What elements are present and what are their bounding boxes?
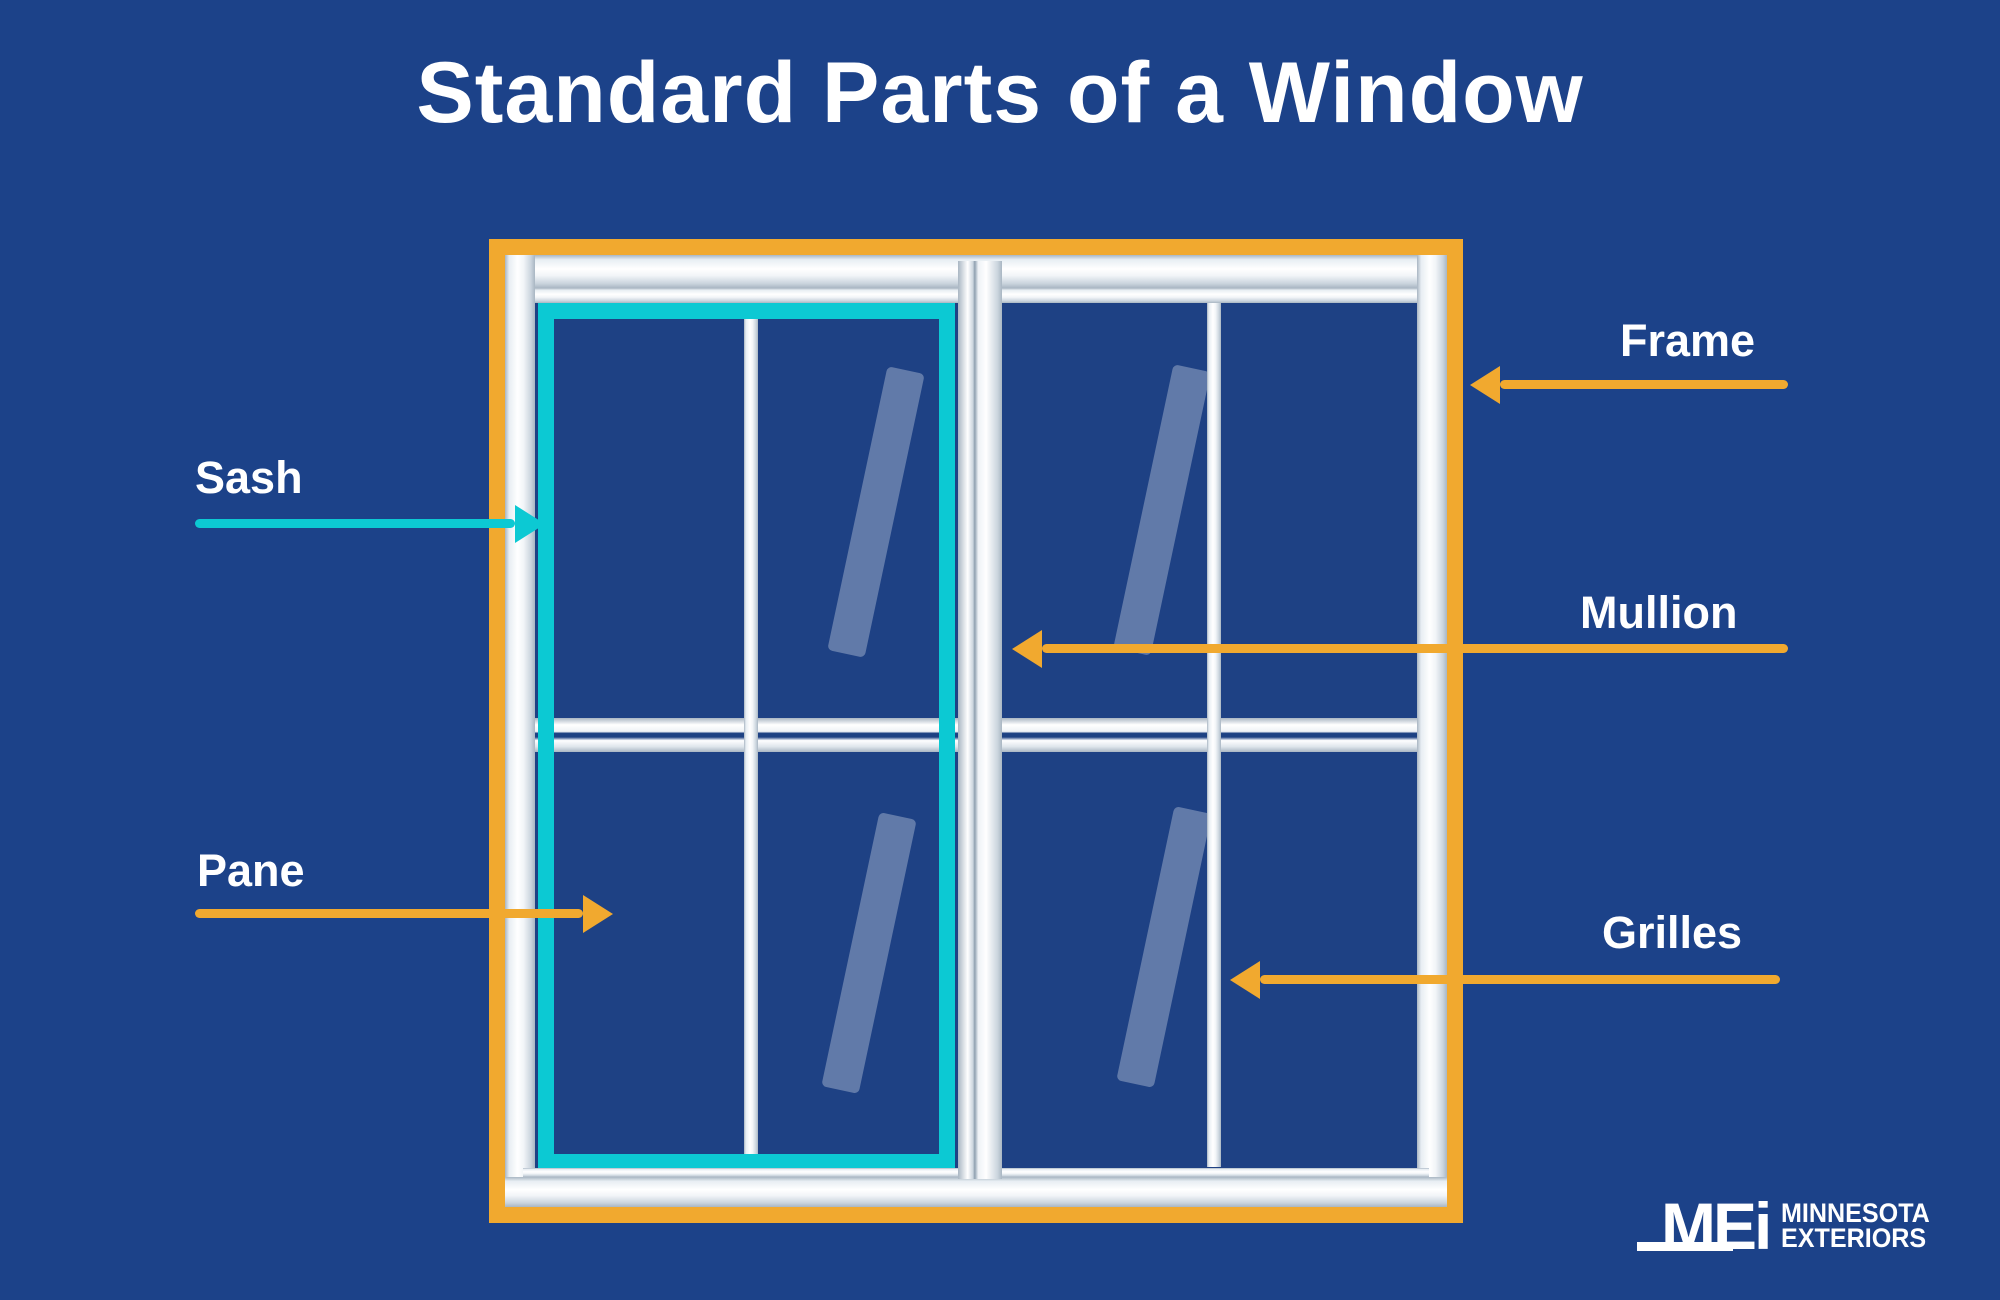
mullion-arrow-line — [1042, 644, 1788, 653]
pane-arrow-head-icon — [583, 895, 613, 933]
sash-arrow-head-icon — [515, 505, 545, 543]
grille-bar-right — [1207, 303, 1221, 1167]
page-title: Standard Parts of a Window — [416, 45, 1584, 141]
mei-logo-mark-text: MEi — [1661, 1189, 1772, 1263]
sash-arrow-line — [195, 519, 515, 528]
glass-reflection — [1116, 806, 1212, 1088]
grille-bar-left — [744, 303, 758, 1167]
label-pane: Pane — [197, 845, 305, 896]
mullion-bar — [958, 261, 1002, 1179]
sash-highlight — [538, 303, 955, 1170]
logo-line1: MINNESOTA — [1781, 1198, 1931, 1228]
frame-arrow-line — [1500, 380, 1788, 389]
pane-arrow-line — [195, 909, 583, 918]
label-mullion: Mullion — [1580, 587, 1738, 638]
mei-logo: MEi MINNESOTA EXTERIORS — [1637, 1193, 1941, 1259]
glass-reflection — [1113, 364, 1211, 656]
frame-arrow-head-icon — [1470, 366, 1500, 404]
grilles-arrow-line — [1260, 975, 1780, 984]
logo-line2: EXTERIORS — [1781, 1223, 1927, 1253]
logo-underline-bar — [1637, 1242, 1733, 1251]
grilles-arrow-head-icon — [1230, 961, 1260, 999]
window-diagram — [489, 239, 1463, 1223]
mei-logo-text: MINNESOTA EXTERIORS — [1781, 1198, 1931, 1253]
frame-right-jamb — [1417, 255, 1447, 1207]
label-frame: Frame — [1620, 315, 1756, 366]
mullion-arrow-head-icon — [1012, 630, 1042, 668]
label-sash: Sash — [195, 452, 303, 503]
window-inner — [505, 255, 1447, 1207]
frame-sill-rail — [505, 1177, 1447, 1207]
frame-left-jamb — [505, 255, 535, 1207]
label-grilles: Grilles — [1602, 907, 1743, 958]
mei-logo-mark: MEi — [1637, 1193, 1772, 1259]
